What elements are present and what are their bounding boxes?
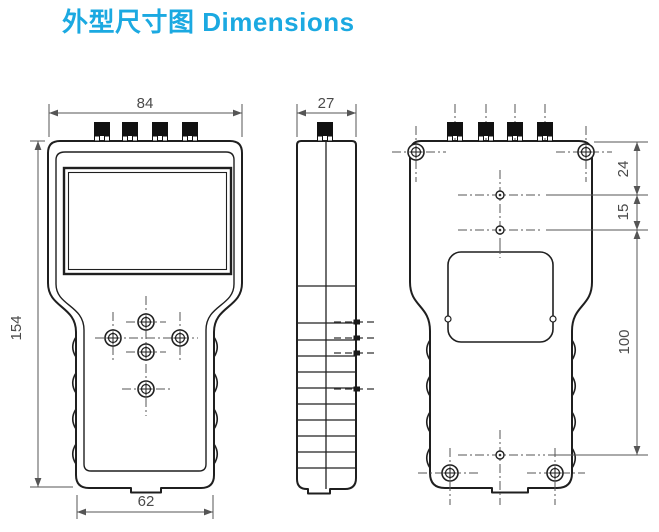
button-up [137,313,155,331]
dim-back-top-to-hole-value: 24 [615,161,632,178]
hidden-button-lines [334,319,378,392]
page-title: 外型尺寸图 Dimensions [62,7,355,37]
bnc-connector-side [316,121,334,142]
alignment-holes [458,190,542,235]
screen-bezel [62,166,233,276]
dimension-back-chain: 24 15 100 [546,141,648,456]
button-right [171,329,189,347]
back-grip-ridges-right [571,339,577,469]
dimension-side-depth: 27 [296,95,357,137]
dimension-front-width: 84 [48,95,243,137]
hole-bottom [495,450,505,460]
screen [67,171,228,271]
dim-back-hole-span-value: 100 [616,329,633,354]
bnc-connector [181,121,199,142]
hole-lower [495,225,505,235]
dim-front-height-value: 154 [8,315,25,340]
keypad [95,296,198,416]
dim-front-width-value: 84 [137,95,154,112]
bnc-connector [121,121,139,142]
hole-upper [495,190,505,200]
button-center [137,343,155,361]
bnc-connector [93,121,111,142]
side-view [296,121,378,495]
front-connectors [93,121,199,142]
back-view [392,104,612,505]
battery-cover-screw-left [444,315,452,323]
battery-cover [447,251,554,343]
front-face-inner-line [55,151,235,472]
screw-top-left [407,143,425,161]
screw-top-right [577,143,595,161]
bnc-connector [151,121,169,142]
button-left [104,329,122,347]
battery-cover-screw-right [549,315,557,323]
grip-ridges-right [213,336,219,465]
dimension-front-bottom-width: 62 [76,493,214,519]
dim-side-depth-value: 27 [318,95,335,112]
dim-back-hole-spacing-value: 15 [615,204,632,221]
bottom-screws [418,448,585,505]
screw-bottom-left [441,464,459,482]
back-grip-ridges-left [425,339,431,469]
grip-ridges-left [71,336,77,465]
button-bottom [137,380,155,398]
side-grip-ridge-lines [297,322,356,469]
front-view [47,121,243,494]
dim-front-bottom-width-value: 62 [138,493,155,510]
back-connectors [446,121,554,142]
dimension-front-height: 154 [8,140,73,488]
screw-bottom-right [546,464,564,482]
